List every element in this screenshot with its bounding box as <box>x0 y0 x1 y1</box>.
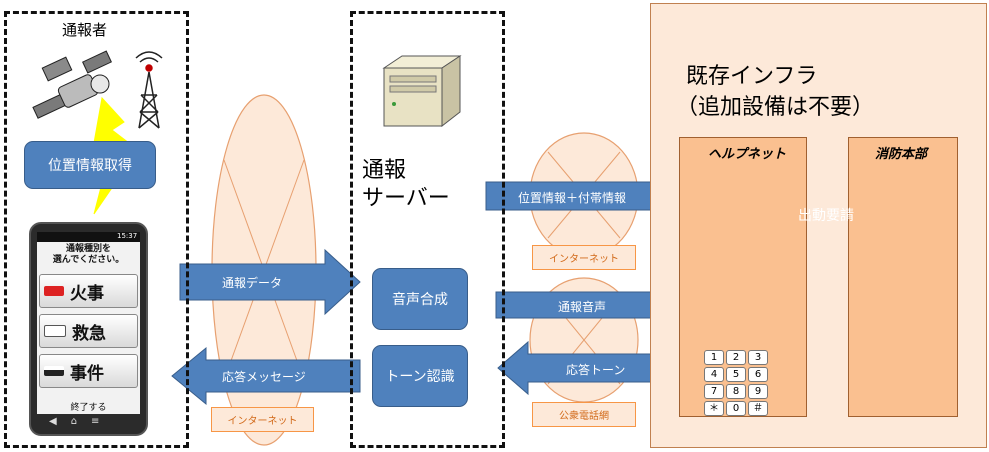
phone-prompt: 通報種別を 選んでください。 <box>52 244 125 265</box>
police-button-label: 事件 <box>70 363 104 384</box>
arrow-report-voice-label: 通報音声 <box>558 300 607 314</box>
telephone-keypad: 1 2 3 4 5 6 7 8 9 ＊ 0 ＃ <box>704 350 768 416</box>
arrow-report-data-label: 通報データ <box>222 276 283 290</box>
keypad-key[interactable]: 5 <box>726 367 746 382</box>
infra-title-line1: 既存インフラ <box>686 64 818 89</box>
arrow-dispatch-label: 出動要請 <box>798 208 854 224</box>
helpnet-title: ヘルプネット <box>708 147 787 162</box>
phone-status-time: 15:37 <box>117 232 138 240</box>
server-title-line1: 通報 <box>362 158 407 183</box>
phone-nav-icons: ◀⌂≡ <box>49 416 114 427</box>
internet-label-right-text: インターネット <box>549 254 619 265</box>
server-region <box>350 11 505 448</box>
fire-button[interactable]: 火事 <box>39 274 138 308</box>
keypad-key[interactable]: 4 <box>704 367 724 382</box>
infra-title-line2: （追加設備は不要） <box>676 95 875 120</box>
phone-footer-label[interactable]: 終了する <box>70 403 107 413</box>
police-button[interactable]: 事件 <box>39 354 138 388</box>
keypad-key[interactable]: 3 <box>748 350 768 365</box>
internet-label-left: インターネット <box>211 407 314 432</box>
keypad-key[interactable]: ＊ <box>704 401 724 416</box>
keypad-key[interactable]: 1 <box>704 350 724 365</box>
keypad-key[interactable]: 9 <box>748 384 768 399</box>
arrow-response-message <box>171 346 361 406</box>
arrow-response-tone-label: 応答トーン <box>566 363 626 377</box>
phone-network-label: 公衆電話網 <box>532 402 636 427</box>
phone-screen: 通報種別を 選んでください。 火事 救急 事件 終了する <box>37 242 140 414</box>
arrow-location-plus-label: 位置情報＋付帯情報 <box>518 191 627 205</box>
keypad-key[interactable]: 6 <box>748 367 768 382</box>
voice-synthesis-box: 音声合成 <box>372 268 468 330</box>
phone-network-label-text: 公衆電話網 <box>559 411 609 422</box>
keypad-key[interactable]: 8 <box>726 384 746 399</box>
ambulance-button[interactable]: 救急 <box>39 314 138 348</box>
internet-label-left-text: インターネット <box>227 416 298 427</box>
reporter-title: 通報者 <box>62 21 108 39</box>
tone-recognition-label: トーン認識 <box>385 369 455 385</box>
server-icon <box>382 55 462 128</box>
fire-button-label: 火事 <box>70 283 104 304</box>
location-acquire-box: 位置情報取得 <box>24 141 156 189</box>
internet-label-right: インターネット <box>532 245 636 270</box>
phone-status-bar <box>37 232 140 242</box>
keypad-key[interactable]: 2 <box>726 350 746 365</box>
smartphone: 15:37 通報種別を 選んでください。 火事 救急 事件 終了する ◀⌂≡ <box>29 222 148 436</box>
fire-truck-icon <box>44 286 64 296</box>
arrow-response-message-label: 応答メッセージ <box>222 370 306 384</box>
ambulance-icon <box>44 325 66 337</box>
tone-recognition-box: トーン認識 <box>372 345 468 407</box>
reporter-region <box>4 11 189 448</box>
fire-hq-title: 消防本部 <box>875 147 928 162</box>
police-car-icon <box>44 366 64 376</box>
arrow-report-data <box>179 248 361 316</box>
keypad-key[interactable]: 0 <box>726 401 746 416</box>
keypad-key[interactable]: 7 <box>704 384 724 399</box>
ambulance-button-label: 救急 <box>72 323 106 344</box>
keypad-key[interactable]: ＃ <box>748 401 768 416</box>
voice-synthesis-label: 音声合成 <box>392 292 448 308</box>
satellite-icon <box>32 50 112 119</box>
server-title-line2: サーバー <box>362 186 450 211</box>
fire-hq-panel <box>848 137 958 417</box>
location-acquire-label: 位置情報取得 <box>48 158 132 174</box>
radio-tower-icon <box>135 51 163 129</box>
